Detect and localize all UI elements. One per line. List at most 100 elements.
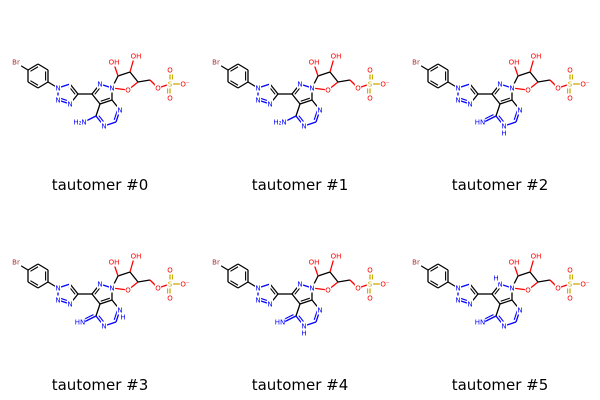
svg-text:N: N (301, 323, 306, 331)
svg-text:HN: HN (475, 319, 486, 327)
exocyclic-n-bond (83, 314, 97, 323)
phenyl-bond (27, 63, 39, 72)
svg-text:N: N (67, 301, 72, 309)
pyrimidine-bond (295, 303, 301, 317)
svg-text:H: H (493, 275, 498, 283)
ester-oxygen: O (154, 283, 161, 293)
tautomer-label: tautomer #0 (51, 176, 149, 194)
nitrogen-atom: N (454, 283, 462, 293)
svg-text:N: N (317, 307, 322, 315)
sulfonate-oxygen: O (166, 293, 173, 303)
svg-text:O: O (167, 267, 173, 275)
svg-text:N: N (101, 323, 106, 331)
phenyl-bond (427, 280, 439, 289)
ring-nh-hydrogen: H (500, 128, 508, 138)
svg-text:N: N (97, 281, 102, 289)
exocyclic-nitrogen: HN (475, 117, 485, 127)
exocyclic-nitrogen: HN (275, 317, 285, 327)
svg-text:OH: OH (531, 53, 542, 61)
svg-text:N: N (109, 285, 114, 293)
nitrogen-atom: N (496, 79, 504, 89)
sulfonate-oxygen: O (366, 265, 373, 275)
svg-text:N: N (267, 101, 272, 109)
sulfur-atom: S (566, 79, 574, 89)
svg-text:O: O (325, 287, 331, 295)
phenyl-bond (27, 280, 39, 289)
svg-text:O: O (167, 95, 173, 103)
svg-text:O⁻: O⁻ (180, 81, 190, 89)
svg-text:N: N (97, 81, 102, 89)
bromine-atom: Br (410, 257, 422, 267)
svg-text:OH: OH (109, 259, 120, 267)
triazole-ch (469, 279, 471, 289)
phenyl-bond (227, 263, 239, 272)
nitrogen-atom: N (66, 99, 74, 109)
triazole-ch (269, 79, 271, 89)
nitrogen-atom: N (454, 295, 462, 305)
svg-text:N: N (455, 85, 460, 93)
exocyclic-nitrogen: HN (75, 317, 85, 327)
c-c-bond (137, 79, 151, 83)
sulfonate-oxygen: O (566, 293, 573, 303)
hydroxyl-group: OH (131, 51, 141, 61)
exocyclic-nitrogen: HN (475, 317, 486, 327)
svg-text:N: N (117, 307, 122, 315)
svg-text:S: S (568, 81, 573, 89)
svg-text:N: N (517, 307, 522, 315)
nitrogen-atom: N (66, 299, 74, 309)
svg-text:N: N (467, 101, 472, 109)
svg-text:H₂N: H₂N (73, 119, 86, 127)
ring-oxygen: O (324, 85, 331, 95)
pyrrole-bond (499, 297, 513, 305)
ester-oxygen: O (554, 83, 561, 93)
phenyl-bond (227, 80, 239, 89)
svg-text:OH: OH (131, 253, 142, 261)
hydroxyl-group: OH (531, 51, 542, 61)
pyrrole-bond (499, 97, 513, 105)
phenyl-bond (437, 281, 449, 289)
svg-text:N: N (509, 85, 514, 93)
nitrogen-atom: N (96, 79, 104, 89)
ring-oxygen: O (124, 85, 131, 95)
phenyl-bond (37, 63, 49, 71)
c-c-bond (337, 79, 351, 83)
nitrogen-atom: N (496, 279, 504, 289)
ring-oxygen: O (124, 285, 131, 295)
svg-text:N: N (109, 85, 114, 93)
svg-text:N: N (117, 107, 122, 115)
hydroxyl-group: OH (331, 251, 341, 261)
phenyl-bond (427, 80, 439, 89)
svg-text:S: S (368, 281, 373, 289)
svg-text:O: O (355, 85, 361, 93)
sulfur-atom: S (366, 279, 374, 289)
svg-text:O: O (355, 285, 361, 293)
svg-text:O: O (167, 67, 173, 75)
svg-text:Br: Br (412, 59, 420, 67)
tautomer-label: tautomer #5 (451, 376, 549, 394)
sulfonate-anion-oxygen: O⁻ (579, 279, 591, 289)
svg-text:Br: Br (212, 259, 220, 267)
ring-oxygen: O (524, 85, 531, 95)
triazole-ch (269, 279, 271, 289)
svg-text:OH: OH (309, 59, 320, 67)
svg-text:OH: OH (531, 253, 542, 261)
svg-text:O: O (367, 67, 373, 75)
svg-text:O⁻: O⁻ (180, 281, 190, 289)
bromine-atom: Br (410, 57, 422, 67)
phenyl-bond (445, 70, 449, 82)
svg-text:N: N (455, 97, 460, 105)
nitrogen-atom: N (100, 321, 108, 331)
ring-nh-hydrogen: H (119, 312, 127, 322)
phenyl-bond (245, 270, 249, 282)
nitrogen-atom: N (108, 83, 116, 93)
svg-text:N: N (309, 85, 314, 93)
svg-text:OH: OH (109, 59, 120, 67)
nitrogen-atom: N (54, 283, 62, 293)
pyrrole-bond (91, 293, 101, 305)
